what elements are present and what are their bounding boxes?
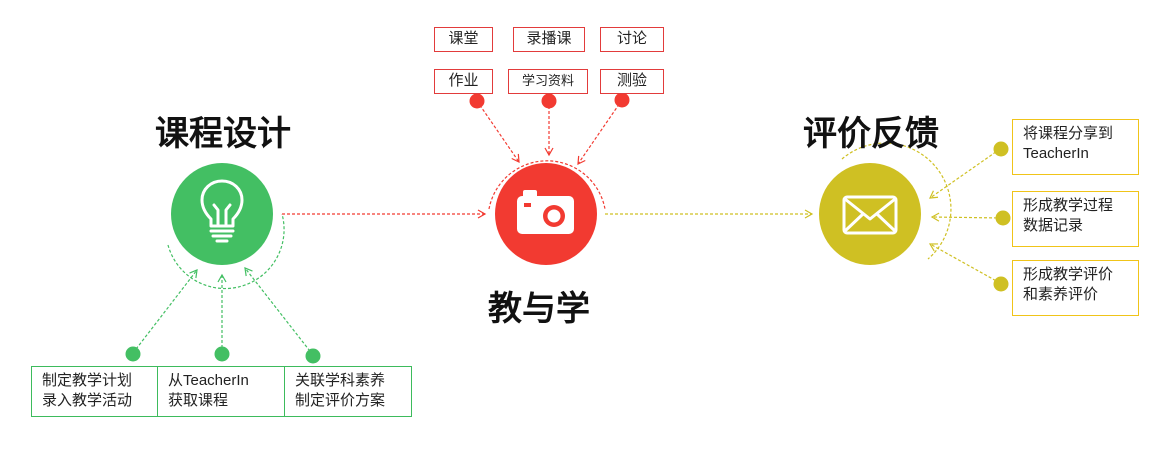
design-input-dot-2 [214,346,230,362]
teach-tag-dot-2 [541,93,557,109]
feedback-output-arrow-2 [930,212,1003,222]
design-input-2-line2: 获取课程 [168,392,229,409]
feedback-output-1-line1: 将课程分享到 [1023,125,1114,142]
feedback-output-dot-1 [993,141,1009,157]
feedback-output-arrow-1 [929,148,1001,199]
envelope-icon [842,195,898,235]
feedback-output-dot-2 [995,210,1011,226]
lightbulb-icon [200,179,244,243]
teach-tag-study-materials: 学习资料 [508,69,588,94]
teach-stage-title: 教与学 [488,289,590,329]
design-input-3-line2: 制定评价方案 [295,392,386,409]
design-circle [171,163,273,265]
teach-tag-arrow-3 [577,99,623,165]
feedback-stage-title: 评价反馈 [803,114,939,154]
teach-tag-dot-1 [469,93,485,109]
design-input-1-line1: 制定教学计划 [42,372,133,389]
teach-tag-classroom: 课堂 [434,27,493,52]
feedback-output-box-1: 将课程分享到 TeacherIn [1012,119,1139,175]
teach-tag-dot-3 [614,92,630,108]
design-input-3-line1: 关联学科素养 [295,372,386,389]
feedback-output-2-line1: 形成教学过程 [1023,197,1114,214]
teach-tag-recorded-lesson: 录播课 [513,27,585,52]
feedback-output-dot-3 [993,276,1009,292]
feedback-output-1-line2: TeacherIn [1023,145,1089,162]
feedback-output-3-line2: 和素养评价 [1023,286,1099,303]
feedback-ring-arc [841,142,952,260]
design-input-arrow-1 [132,269,198,354]
feedback-output-box-3: 形成教学评价 和素养评价 [1012,260,1139,316]
design-input-arrow-3 [244,267,314,356]
design-ring-arc [167,213,285,290]
design-input-2-line1: 从TeacherIn [168,372,249,389]
teach-tag-discussion: 讨论 [600,27,664,52]
feedback-output-2-line2: 数据记录 [1023,217,1084,234]
design-input-dot-1 [125,346,141,362]
teach-ring-arc [488,160,606,210]
design-input-box-3: 关联学科素养 制定评价方案 [284,366,412,417]
camera-icon [517,190,574,234]
teach-tag-quiz: 测验 [600,69,664,94]
design-stage-title: 课程设计 [155,114,291,154]
design-input-box-1: 制定教学计划 录入教学活动 [31,366,159,417]
design-input-box-2: 从TeacherIn 获取课程 [157,366,286,417]
design-input-dot-3 [305,348,321,364]
teach-tag-homework: 作业 [434,69,493,94]
feedback-output-arrow-3 [928,243,1001,284]
teach-tag-arrow-1 [476,100,520,163]
feedback-output-box-2: 形成教学过程 数据记录 [1012,191,1139,247]
feedback-output-3-line1: 形成教学评价 [1023,266,1114,283]
feedback-circle [819,163,921,265]
design-input-1-line2: 录入教学活动 [42,392,133,409]
